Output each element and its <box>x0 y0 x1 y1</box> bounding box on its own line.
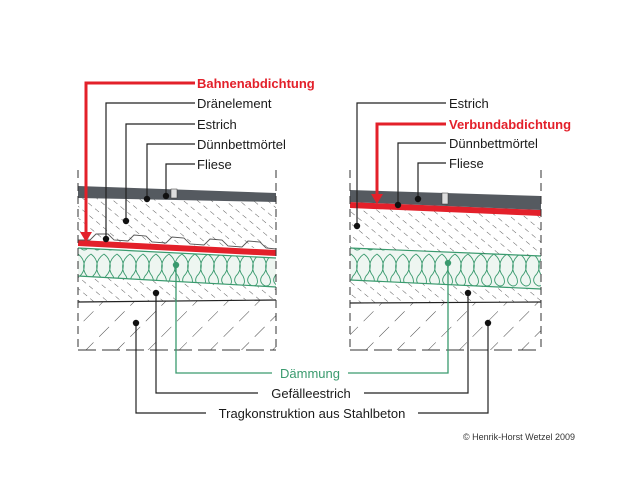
label-right-fliese: Fliese <box>449 156 484 171</box>
label-bahnenabdichtung: Bahnenabdichtung <box>197 76 315 91</box>
right-leaders <box>348 102 492 414</box>
left-slope-screed-layer <box>78 276 276 302</box>
label-gefaelleestrich: Gefälleestrich <box>271 386 350 401</box>
label-left-estrich: Estrich <box>197 117 237 132</box>
label-right-duennbettmoertel: Dünnbettmörtel <box>449 136 538 151</box>
left-section <box>77 170 277 351</box>
left-leaders <box>80 81 272 414</box>
left-screed-layer <box>78 198 276 249</box>
label-left-duennbettmoertel: Dünnbettmörtel <box>197 137 286 152</box>
right-section <box>349 170 542 351</box>
left-membrane-layer <box>78 240 276 256</box>
label-left-fliese: Fliese <box>197 157 232 172</box>
label-daemmung: Dämmung <box>280 366 340 381</box>
red-arrow-icon <box>371 194 383 204</box>
right-concrete-layer <box>350 302 541 350</box>
right-slope-screed-layer <box>350 280 541 303</box>
left-concrete-layer <box>78 300 276 350</box>
label-verbundabdichtung: Verbundabdichtung <box>449 117 571 132</box>
label-right-estrich: Estrich <box>449 96 489 111</box>
label-tragkonstruktion: Tragkonstruktion aus Stahlbeton <box>219 406 406 421</box>
right-screed-layer <box>350 206 541 256</box>
copyright-text: © Henrik-Horst Wetzel 2009 <box>463 432 575 442</box>
red-arrow-icon <box>80 232 92 242</box>
label-draenelement: Dränelement <box>197 96 272 111</box>
